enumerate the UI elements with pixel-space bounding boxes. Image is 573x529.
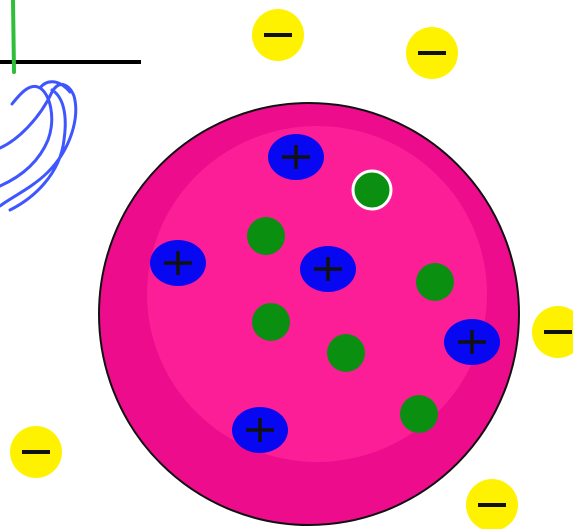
proton — [300, 246, 356, 292]
electron — [10, 426, 62, 478]
proton — [444, 319, 500, 365]
electron — [466, 479, 518, 529]
neutron — [252, 303, 290, 341]
annotation-scribble — [0, 0, 141, 210]
neutron — [327, 334, 365, 372]
neutron — [353, 171, 391, 209]
electron — [252, 9, 304, 61]
proton — [268, 134, 324, 180]
annotation-blue-loop — [0, 82, 76, 210]
proton — [232, 407, 288, 453]
electron — [532, 306, 573, 358]
annotation-green-tick — [13, 0, 14, 72]
neutron — [247, 217, 285, 255]
neutron — [416, 263, 454, 301]
proton — [150, 240, 206, 286]
neutron — [400, 395, 438, 433]
electron — [406, 27, 458, 79]
